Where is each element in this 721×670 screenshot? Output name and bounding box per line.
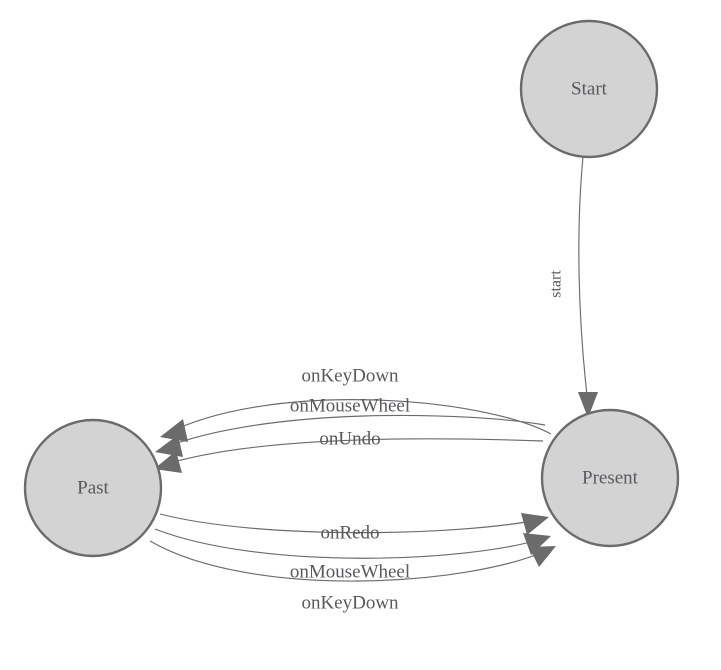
edge-label-onkeydown-up: onKeyDown xyxy=(301,365,399,386)
node-present[interactable]: Present xyxy=(540,408,680,548)
node-past-circle[interactable] xyxy=(23,418,163,558)
edge-label-onmousewheel-down: onMouseWheel xyxy=(290,561,410,582)
edge-past-to-present-onredo[interactable]: onRedo xyxy=(159,513,549,543)
edge-label-onundo: onUndo xyxy=(319,428,380,449)
edge-line xyxy=(159,438,544,467)
edge-start-to-present[interactable]: start xyxy=(548,156,598,418)
edge-present-to-past-onmousewheel[interactable]: onMouseWheel xyxy=(155,395,546,457)
node-past-label: Past xyxy=(77,477,109,498)
node-present-circle[interactable] xyxy=(540,408,680,548)
arrowhead-icon xyxy=(578,392,598,418)
edge-line xyxy=(149,540,551,582)
edge-label-start: start xyxy=(548,270,565,298)
edge-past-to-present-onkeydown[interactable]: onKeyDown xyxy=(149,540,556,613)
edge-line xyxy=(154,528,546,559)
arrowhead-icon xyxy=(160,419,188,442)
edge-present-to-past-onundo[interactable]: onUndo xyxy=(154,428,544,473)
edge-line xyxy=(165,399,552,435)
edge-layer: start onKeyDown onMouseWheel onUndo xyxy=(149,156,598,613)
node-layer: Start Past Present xyxy=(23,19,680,558)
edge-line xyxy=(160,414,546,450)
edge-label-onmousewheel-up: onMouseWheel xyxy=(290,395,410,416)
node-start[interactable]: Start xyxy=(519,19,659,159)
node-start-label: Start xyxy=(571,78,608,99)
edge-past-to-present-onmousewheel[interactable]: onMouseWheel xyxy=(154,528,551,582)
arrowhead-icon xyxy=(523,533,551,555)
edge-present-to-past-onkeydown[interactable]: onKeyDown xyxy=(160,365,552,442)
arrowhead-icon xyxy=(154,451,182,473)
node-past[interactable]: Past xyxy=(23,418,163,558)
edge-label-onkeydown-down: onKeyDown xyxy=(301,592,399,613)
arrowhead-icon xyxy=(529,546,556,567)
arrowhead-icon xyxy=(521,513,549,535)
node-present-label: Present xyxy=(582,467,639,488)
edge-label-onredo: onRedo xyxy=(320,522,379,543)
edge-line xyxy=(578,156,589,405)
node-start-circle[interactable] xyxy=(519,19,659,159)
edge-line xyxy=(159,513,544,534)
